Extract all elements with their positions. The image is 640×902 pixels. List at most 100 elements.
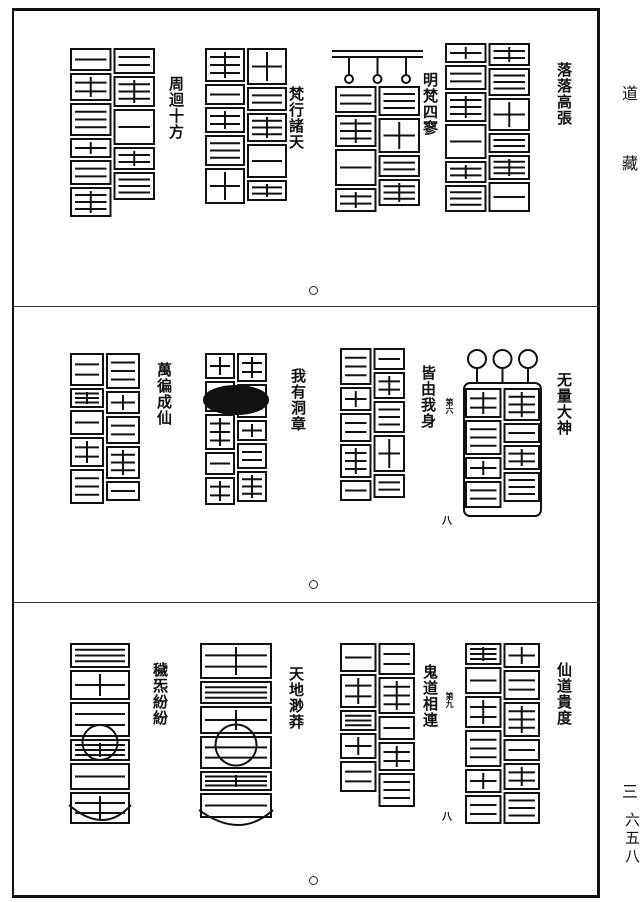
talisman-stroke <box>335 86 377 113</box>
talisman-stroke <box>106 353 140 389</box>
talisman-stroke <box>373 401 405 433</box>
talisman-stroke <box>488 155 530 180</box>
talisman-stroke <box>237 420 267 441</box>
talisman-stroke <box>503 472 540 502</box>
talisman-stroke <box>247 87 287 111</box>
talisman-stroke <box>205 414 235 450</box>
talisman-stroke <box>200 793 272 818</box>
caption: 梵行諸天 <box>287 86 305 150</box>
caption: 明梵四寥 <box>421 72 439 136</box>
talisman-stroke <box>200 643 272 679</box>
talisman-stroke <box>465 696 502 728</box>
talisman-stroke <box>445 43 487 63</box>
talisman-stroke <box>113 172 155 200</box>
caption: 天地渺莽 <box>287 666 305 730</box>
talisman-stroke <box>247 48 287 85</box>
talisman-stroke <box>378 155 420 177</box>
talisman-stroke <box>247 180 287 201</box>
talisman-glyph <box>205 48 287 204</box>
talisman-stroke <box>503 739 540 761</box>
talisman-stroke <box>445 65 487 90</box>
talisman-glyph <box>465 643 540 824</box>
talisman-stroke <box>340 643 377 672</box>
talisman-stroke <box>200 681 272 704</box>
small-mark: 八 <box>442 516 452 527</box>
talisman-stroke <box>106 481 140 501</box>
talisman-stroke <box>340 387 372 411</box>
caption: 仙道貴度 <box>555 662 573 726</box>
talisman-stroke <box>335 188 377 212</box>
talisman-stroke <box>237 384 267 418</box>
talisman-stroke <box>205 48 245 82</box>
talisman-stroke <box>247 113 287 142</box>
talisman-stroke <box>503 670 540 700</box>
talisman-glyph <box>340 643 415 807</box>
talisman-stroke <box>340 444 372 478</box>
talisman-stroke <box>488 43 530 66</box>
talisman-stroke <box>70 103 112 136</box>
talisman-stroke <box>503 423 540 443</box>
talisman-glyph <box>340 348 405 501</box>
talisman-stroke <box>488 98 530 131</box>
talisman-stroke <box>70 437 104 467</box>
talisman-stroke <box>445 92 487 122</box>
talisman-stroke <box>340 761 377 792</box>
talisman-stroke <box>378 643 415 675</box>
small-mark: 八 <box>442 812 452 823</box>
talisman-stroke <box>70 763 130 790</box>
talisman-stroke <box>113 109 155 145</box>
talisman-glyph <box>332 50 423 212</box>
talisman-stroke <box>113 76 155 107</box>
talisman-stroke <box>106 446 140 479</box>
talisman-stroke <box>205 107 245 133</box>
talisman-stroke <box>373 372 405 399</box>
talisman-stroke <box>70 138 112 158</box>
talisman-stroke <box>70 670 130 700</box>
talisman-stroke <box>70 643 130 668</box>
talisman-glyph <box>445 43 530 212</box>
talisman-stroke <box>214 723 258 767</box>
talisman-stroke <box>70 73 112 101</box>
talisman-stroke <box>372 74 383 84</box>
talisman-stroke <box>463 382 542 517</box>
talisman-stroke <box>205 477 235 505</box>
volume-number: 三 <box>622 782 639 801</box>
talisman-glyph <box>70 353 140 504</box>
talisman-glyph <box>203 353 269 505</box>
talisman-stroke <box>70 702 130 737</box>
talisman-stroke <box>465 457 502 479</box>
row-divider <box>14 602 600 603</box>
talisman-stroke <box>70 469 104 504</box>
caption: 落落高張 <box>555 62 573 126</box>
talisman-stroke <box>488 133 530 153</box>
talisman-stroke <box>106 416 140 444</box>
talisman-glyph <box>198 643 274 826</box>
caption: 周迴十方 <box>167 76 185 140</box>
talisman-stroke <box>205 452 235 475</box>
talisman-stroke <box>492 349 513 369</box>
talisman-stroke <box>335 149 377 186</box>
talisman-stroke <box>488 68 530 96</box>
caption: 皆由我身 <box>419 365 437 429</box>
talisman-stroke <box>465 795 502 824</box>
talisman-stroke <box>378 716 415 740</box>
talisman-stroke <box>465 667 502 694</box>
talisman-stroke <box>340 413 372 442</box>
page-frame <box>12 8 600 898</box>
collection-title-char: 藏 <box>622 154 639 173</box>
talisman-stroke <box>200 706 272 734</box>
talisman-stroke <box>465 769 502 793</box>
talisman-stroke <box>465 481 502 508</box>
talisman-stroke <box>237 443 267 469</box>
talisman-stroke <box>237 471 267 502</box>
talisman-stroke <box>467 349 487 369</box>
talisman-stroke <box>200 736 272 769</box>
talisman-stroke <box>378 86 420 116</box>
talisman-glyph <box>70 48 155 217</box>
talisman-stroke <box>340 348 372 385</box>
talisman-stroke <box>465 420 502 455</box>
talisman-stroke <box>465 730 502 767</box>
talisman-stroke <box>205 381 235 412</box>
talisman-stroke <box>113 48 155 74</box>
small-note: 第九 <box>445 692 455 708</box>
